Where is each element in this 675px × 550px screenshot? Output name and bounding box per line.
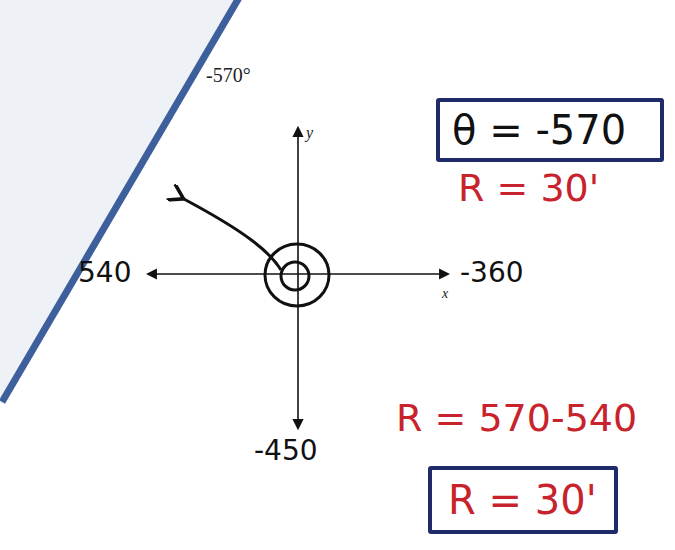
- spiral-inner: [281, 262, 309, 290]
- rotation-arrow: [182, 198, 281, 270]
- axis-name: x: [442, 286, 448, 301]
- angle-caption: -570°: [206, 64, 251, 86]
- answer-box: R = 30': [428, 466, 618, 534]
- answer-box: θ = -570: [436, 98, 664, 162]
- answer-text: θ = -570: [452, 108, 648, 152]
- reference-angle: R = 30': [458, 168, 599, 210]
- axis-value: -360: [460, 258, 524, 289]
- y-axis: [297, 128, 299, 428]
- axis-value: -450: [254, 436, 318, 467]
- answer-text: R = 30': [448, 478, 598, 522]
- paper-edge: [2, 0, 240, 402]
- axis-name: y: [306, 124, 313, 142]
- spiral-outer: [265, 244, 329, 306]
- axis-value: 540: [78, 258, 131, 289]
- work-step: R = 570-540: [396, 398, 637, 440]
